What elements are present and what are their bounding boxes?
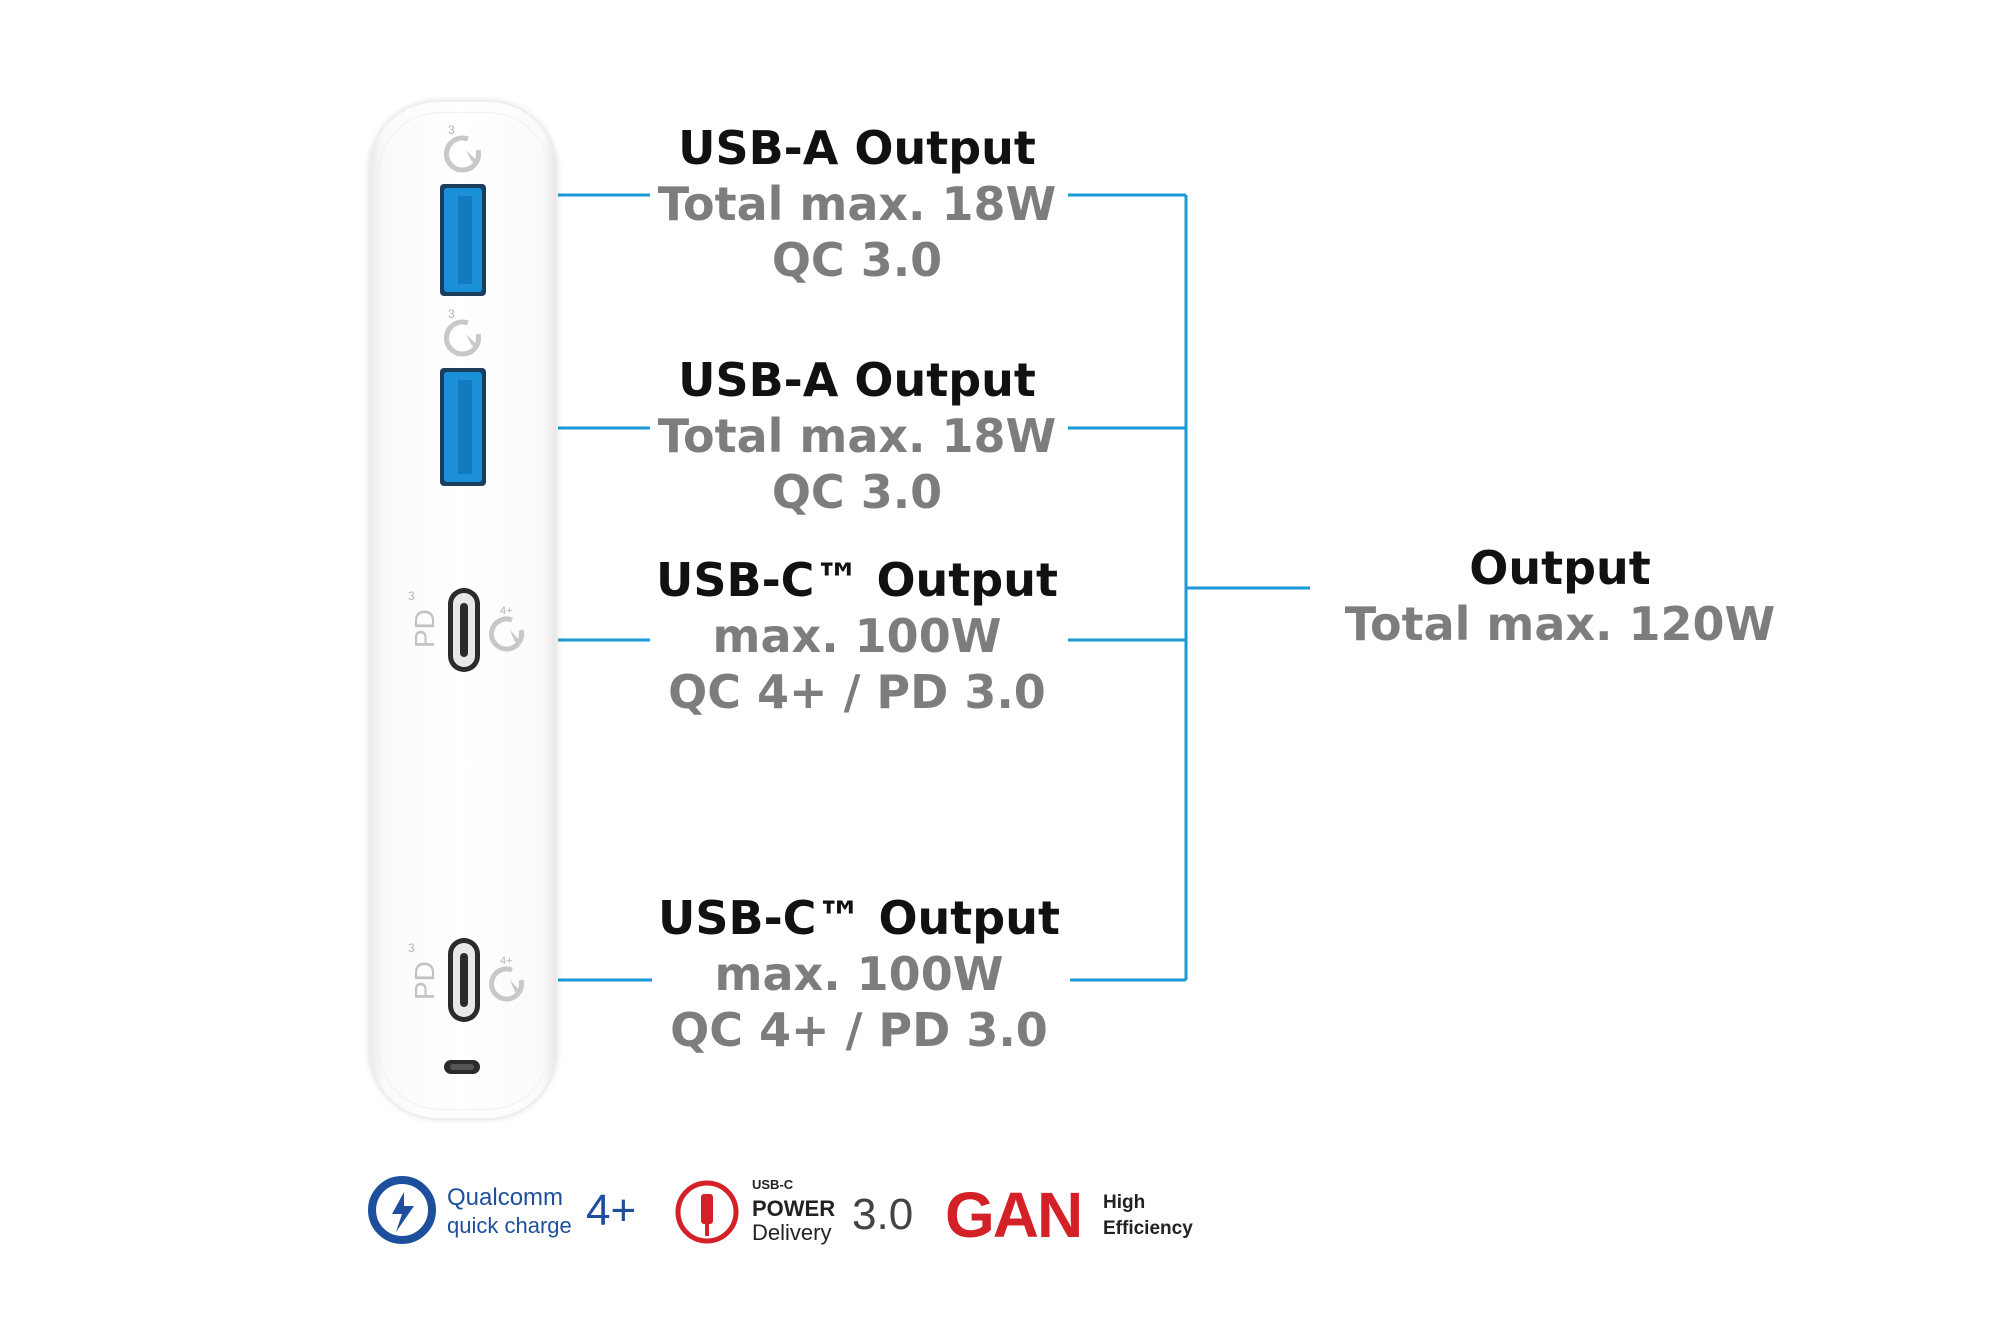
port-power: max. 100W	[714, 947, 1004, 1001]
port-power: Total max. 18W	[657, 177, 1057, 231]
total-output-label: Output Total max. 120W	[1300, 540, 1820, 652]
usb-a-port-2[interactable]	[440, 368, 486, 486]
pd-version-mark: 3	[408, 589, 415, 603]
port-protocol: QC 4+ / PD 3.0	[670, 1003, 1048, 1057]
qc3-version-mark: 3	[448, 307, 455, 321]
port-title: USB-C™ Output	[656, 553, 1058, 607]
port-title: USB-A Output	[678, 353, 1036, 407]
port-protocol: QC 3.0	[771, 233, 943, 287]
port-power: max. 100W	[712, 609, 1002, 663]
port-label-2: USB-A Output Total max. 18W QC 3.0	[597, 352, 1117, 520]
qc3-icon	[444, 135, 481, 173]
pd-mark: PD	[409, 609, 440, 648]
port-title: USB-C™ Output	[658, 891, 1060, 945]
charger-faceplate	[378, 112, 550, 1110]
charger-device: 3 3 PD 3 4+	[368, 100, 558, 1120]
qc4-icon	[489, 616, 525, 652]
device-ports: 3 3 PD 3 4+	[408, 123, 525, 1074]
usb-c-port-1[interactable]	[448, 588, 480, 672]
port-title: USB-A Output	[678, 121, 1036, 175]
qc3-icon	[444, 319, 481, 357]
port-label-4: USB-C™ Output max. 100W QC 4+ / PD 3.0	[599, 890, 1119, 1058]
total-power: Total max. 120W	[1344, 597, 1776, 651]
qc4-version-mark: 4+	[500, 605, 513, 617]
qc4-icon	[489, 966, 525, 1002]
usb-a-port-1[interactable]	[440, 184, 486, 296]
qc3-version-mark: 3	[448, 123, 455, 137]
usb-c-port-2[interactable]	[448, 938, 480, 1022]
pd-mark: PD	[409, 961, 440, 1000]
total-title: Output	[1469, 541, 1651, 595]
port-protocol: QC 3.0	[771, 465, 943, 519]
qc4-version-mark: 4+	[500, 955, 513, 967]
port-label-3: USB-C™ Output max. 100W QC 4+ / PD 3.0	[597, 552, 1117, 720]
port-protocol: QC 4+ / PD 3.0	[668, 665, 1046, 719]
port-power: Total max. 18W	[657, 409, 1057, 463]
port-label-1: USB-A Output Total max. 18W QC 3.0	[597, 120, 1117, 288]
pd-version-mark: 3	[408, 941, 415, 955]
